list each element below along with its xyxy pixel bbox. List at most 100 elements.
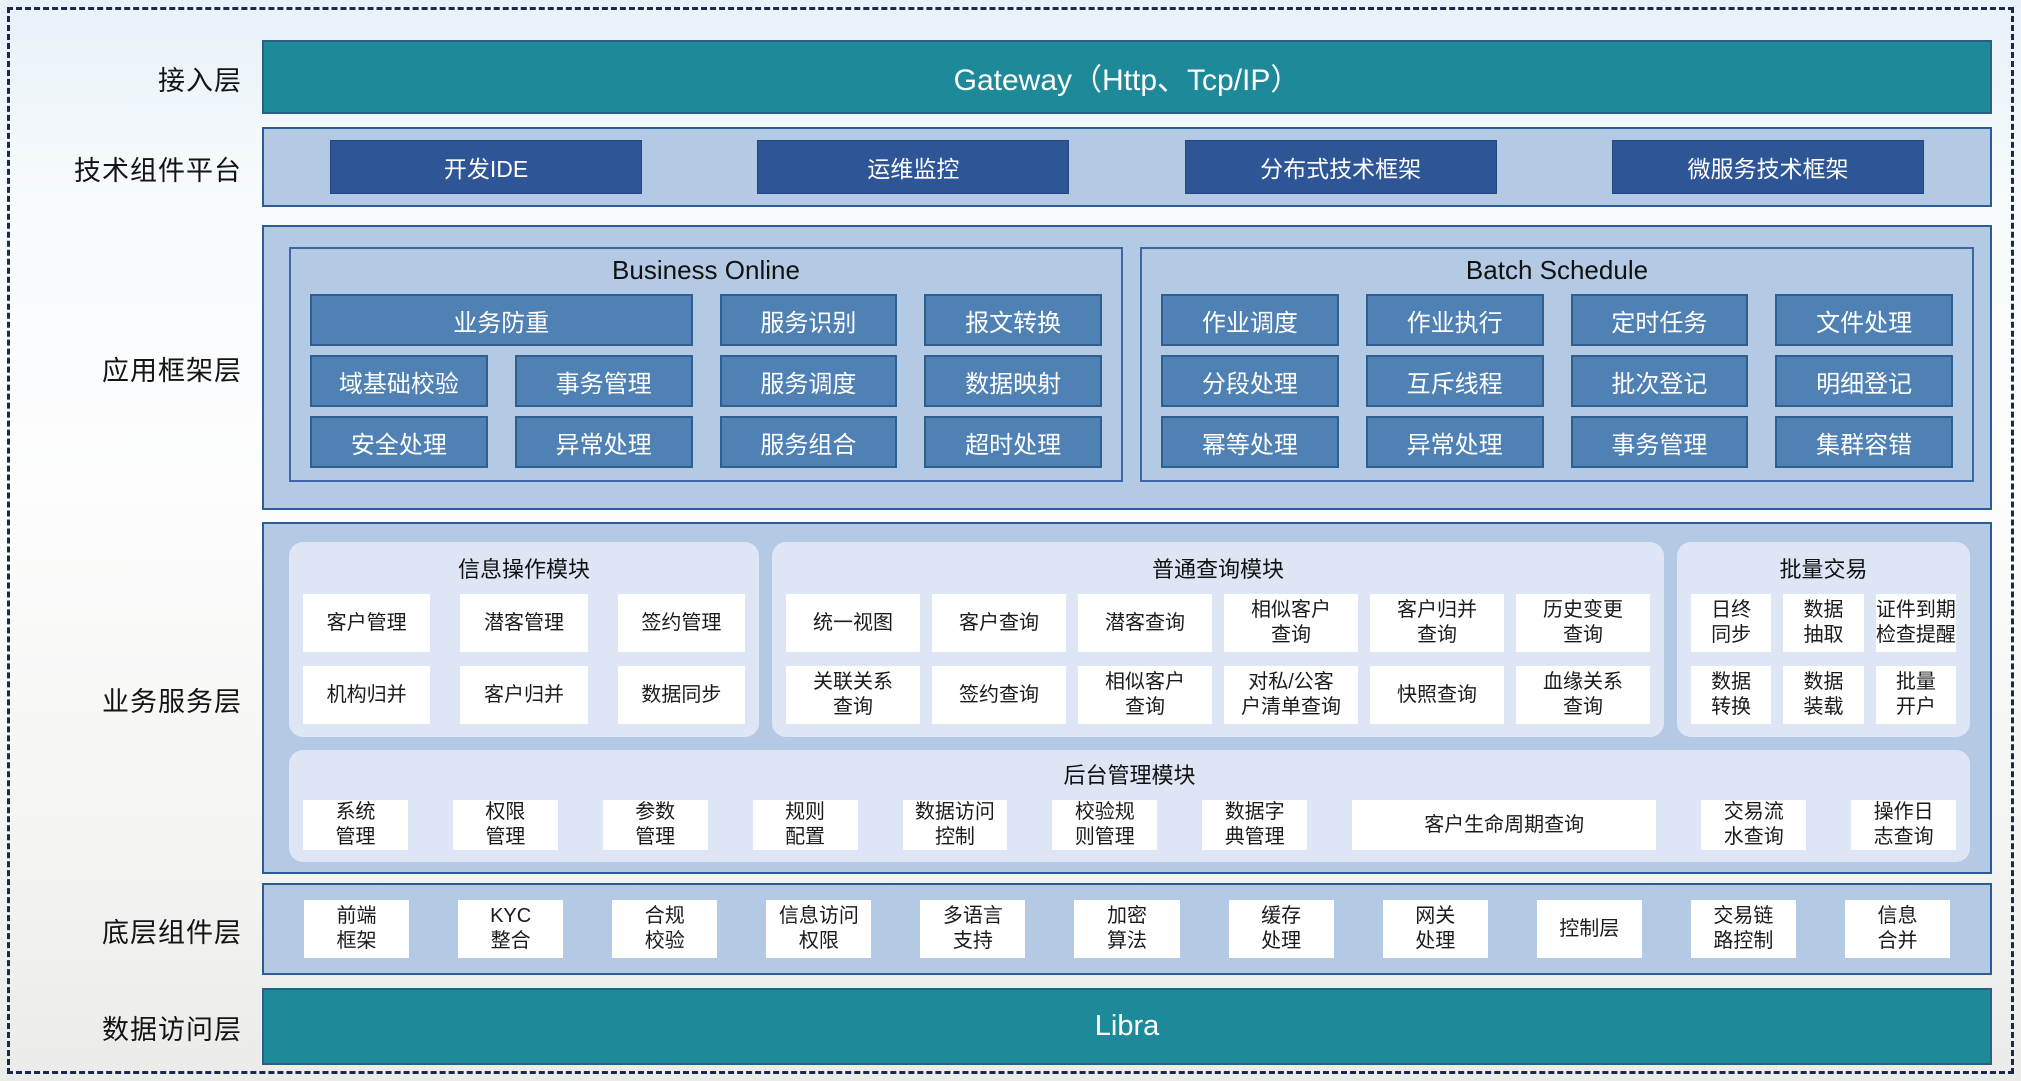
service-chip: 权限 管理 [452, 800, 558, 850]
service-chip: 相似客户 查询 [1078, 666, 1212, 724]
layer-label-app-framework: 应用框架层 [102, 356, 242, 386]
service-chip: 数据 转换 [1691, 666, 1772, 724]
framework-chip: 作业执行 [1365, 294, 1544, 346]
framework-chip: 文件处理 [1775, 294, 1953, 346]
service-chip: 对私/公客 户清单查询 [1224, 666, 1358, 724]
service-chip: 快照查询 [1370, 666, 1504, 724]
service-chip: 批量 开户 [1875, 666, 1956, 724]
backend-management-title: 后台管理模块 [1063, 763, 1196, 788]
component-chip: 缓存 处理 [1228, 900, 1334, 958]
info-operation-title: 信息操作模块 [457, 557, 590, 582]
service-chip: 客户查询 [932, 594, 1066, 652]
framework-chip: 服务组合 [719, 416, 898, 468]
gateway-bar: Gateway（Http、Tcp/IP） [262, 40, 1992, 114]
service-chip: 机构归并 [303, 666, 431, 724]
service-chip: 数据字 典管理 [1202, 800, 1308, 850]
service-chip: 证件到期 检查提醒 [1875, 594, 1956, 652]
framework-chip: 安全处理 [310, 416, 488, 468]
service-chip: 签约管理 [617, 594, 745, 652]
service-chip: 数据同步 [617, 666, 745, 724]
framework-chip: 定时任务 [1570, 294, 1749, 346]
info-operation-panel: 信息操作模块 客户管理潜客管理签约管理 机构归并客户归并数据同步 [289, 542, 759, 737]
component-chip: 合规 校验 [612, 900, 718, 958]
batch-schedule-panel: Batch Schedule 作业调度作业执行定时任务文件处理 分段处理互斥线程… [1140, 247, 1974, 482]
service-chip: 数据 装载 [1783, 666, 1864, 724]
service-chip: 规则 配置 [752, 800, 858, 850]
service-chip: 日终 同步 [1691, 594, 1772, 652]
framework-chip: 业务防重 [310, 294, 693, 346]
framework-chip: 作业调度 [1161, 294, 1339, 346]
service-chip: 操作日 志查询 [1851, 800, 1957, 850]
layer-label-biz-service: 业务服务层 [102, 687, 242, 717]
framework-chip: 幂等处理 [1161, 416, 1339, 468]
tech-platform-chip: 分布式技术框架 [1184, 140, 1497, 194]
framework-chip: 互斥线程 [1365, 355, 1544, 407]
business-online-panel: Business Online 业务防重服务识别报文转换 域基础校验事务管理服务… [289, 247, 1123, 482]
framework-chip: 事务管理 [514, 355, 693, 407]
service-chip: 签约查询 [932, 666, 1066, 724]
service-chip: 历史变更 查询 [1516, 594, 1650, 652]
component-chip: 控制层 [1536, 900, 1642, 958]
service-chip: 参数 管理 [602, 800, 708, 850]
layer-label-base-comp: 底层组件层 [102, 918, 242, 948]
tech-platform-chip: 开发IDE [330, 140, 642, 194]
framework-chip: 域基础校验 [310, 355, 488, 407]
business-online-row3: 安全处理异常处理服务组合超时处理 [310, 416, 1102, 468]
batch-trade-title: 批量交易 [1779, 557, 1868, 582]
framework-chip: 异常处理 [1365, 416, 1544, 468]
service-chip: 客户归并 查询 [1370, 594, 1504, 652]
framework-chip: 分段处理 [1161, 355, 1339, 407]
business-online-row2: 域基础校验事务管理服务调度数据映射 [310, 355, 1102, 407]
framework-chip: 服务识别 [719, 294, 898, 346]
tech-platform-row: 开发IDE 运维监控 分布式技术框架 微服务技术框架 [262, 127, 1992, 207]
business-service-layer: 信息操作模块 客户管理潜客管理签约管理 机构归并客户归并数据同步 普通查询模块 … [262, 522, 1992, 874]
service-chip: 潜客查询 [1078, 594, 1212, 652]
base-components-row: 前端 框架 KYC 整合合规 校验信息访问 权限多语言 支持加密 算法缓存 处理网… [262, 883, 1992, 975]
layer-label-access: 接入层 [158, 66, 242, 96]
service-chip: 关联关系 查询 [786, 666, 920, 724]
business-service-top: 信息操作模块 客户管理潜客管理签约管理 机构归并客户归并数据同步 普通查询模块 … [289, 542, 1970, 737]
framework-chip: 事务管理 [1570, 416, 1749, 468]
service-chip: 统一视图 [786, 594, 920, 652]
component-chip: 多语言 支持 [920, 900, 1026, 958]
framework-chip: 异常处理 [514, 416, 693, 468]
backend-management-panel: 后台管理模块 系统 管理权限 管理参数 管理规则 配置数据访问 控制校验规 则管… [289, 750, 1970, 862]
info-operation-row1: 客户管理潜客管理签约管理 [303, 594, 745, 652]
framework-chip: 报文转换 [924, 294, 1102, 346]
tech-platform-chip: 运维监控 [757, 140, 1070, 194]
framework-chip: 批次登记 [1570, 355, 1749, 407]
libra-bar: Libra [262, 988, 1992, 1065]
batch-schedule-title: Batch Schedule [1465, 255, 1649, 285]
info-operation-row2: 机构归并客户归并数据同步 [303, 666, 745, 724]
batch-schedule-row3: 幂等处理异常处理事务管理集群容错 [1161, 416, 1953, 468]
layer-label-data-access: 数据访问层 [102, 1015, 242, 1045]
batch-trade-row1: 日终 同步数据 抽取证件到期 检查提醒 [1691, 594, 1956, 652]
component-chip: 信息访问 权限 [766, 900, 872, 958]
business-online-row1: 业务防重服务识别报文转换 [310, 294, 1102, 346]
batch-trade-panel: 批量交易 日终 同步数据 抽取证件到期 检查提醒 数据 转换数据 装载批量 开户 [1677, 542, 1970, 737]
framework-chip: 明细登记 [1775, 355, 1953, 407]
service-chip: 客户归并 [460, 666, 588, 724]
layer-label-tech-platform: 技术组件平台 [74, 156, 242, 186]
tech-platform-chip: 微服务技术框架 [1611, 140, 1924, 194]
backend-management-row: 系统 管理权限 管理参数 管理规则 配置数据访问 控制校验规 则管理数据字 典管… [303, 800, 1957, 850]
batch-schedule-row1: 作业调度作业执行定时任务文件处理 [1161, 294, 1953, 346]
component-chip: 信息 合并 [1844, 900, 1951, 958]
service-chip: 客户生命周期查询 [1352, 800, 1657, 850]
component-chip: KYC 整合 [458, 900, 564, 958]
common-query-title: 普通查询模块 [1151, 557, 1284, 582]
service-chip: 数据访问 控制 [902, 800, 1008, 850]
service-chip: 系统 管理 [303, 800, 408, 850]
common-query-panel: 普通查询模块 统一视图客户查询潜客查询相似客户 查询客户归并 查询历史变更 查询… [772, 542, 1664, 737]
component-chip: 前端 框架 [304, 900, 410, 958]
batch-schedule-row2: 分段处理互斥线程批次登记明细登记 [1161, 355, 1953, 407]
app-framework-layer: Business Online 业务防重服务识别报文转换 域基础校验事务管理服务… [262, 225, 1992, 510]
component-chip: 加密 算法 [1074, 900, 1180, 958]
service-chip: 数据 抽取 [1783, 594, 1864, 652]
service-chip: 客户管理 [303, 594, 431, 652]
service-chip: 交易流 水查询 [1701, 800, 1807, 850]
framework-chip: 服务调度 [719, 355, 898, 407]
component-chip: 网关 处理 [1382, 900, 1488, 958]
common-query-row1: 统一视图客户查询潜客查询相似客户 查询客户归并 查询历史变更 查询 [786, 594, 1650, 652]
